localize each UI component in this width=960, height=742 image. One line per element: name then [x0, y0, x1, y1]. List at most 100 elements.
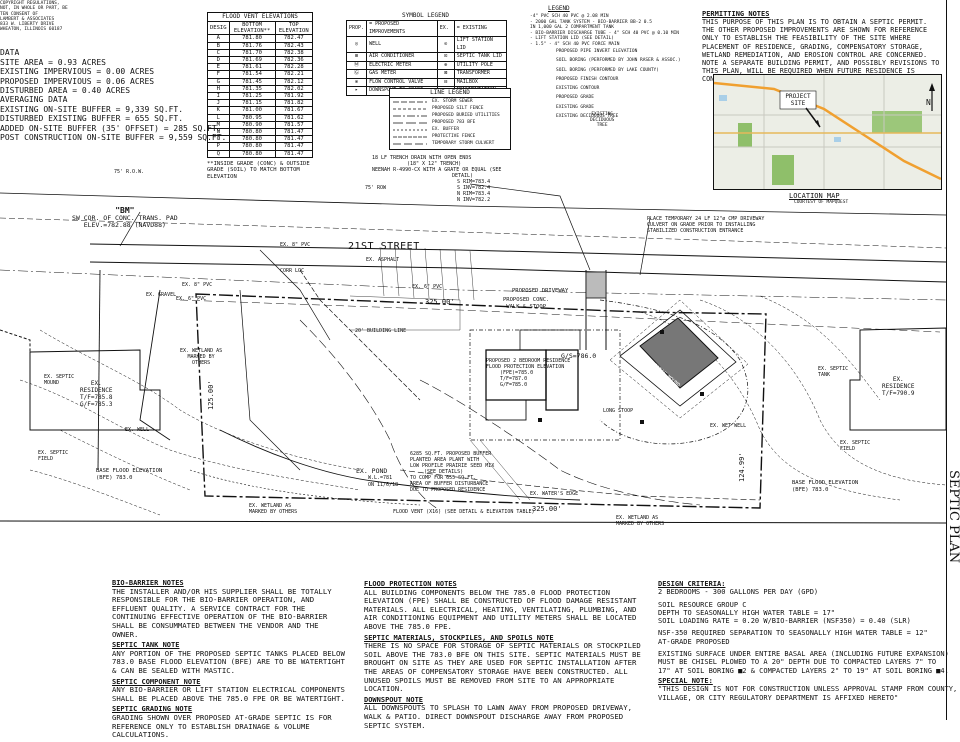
line-legend-item: EX. BUFFER — [390, 126, 510, 133]
note-text: THE INSTALLER AND/OR HIS SUPPLIER SHALL … — [112, 586, 332, 639]
row-label: 75' ROW — [365, 185, 387, 191]
ex-residence-left — [29, 349, 161, 431]
line-legend-item: PROPOSED 783 BFE — [390, 119, 510, 126]
flood-table-cell: 781.25 — [228, 92, 276, 101]
legend-item: IN 1,000 GAL 2 COMPARTMENT TANK — [528, 25, 698, 31]
pond-label: EX. POND W.L.=781 ON 11/6/18 — [356, 468, 398, 489]
proposed-garage — [545, 349, 579, 411]
walk-label: PROPOSED CONC. WALK & STOOP — [503, 297, 549, 310]
septic-mound — [609, 299, 749, 419]
title-block: SEPTIC PLAN — [946, 0, 960, 720]
culvert-line: PLACE TEMPORARY 24 LF 12"ø CMP DRIVEWAY — [647, 216, 765, 222]
site-plan — [0, 183, 946, 524]
asphalt-label: EX. ASPHALT — [366, 257, 400, 263]
design-line: 17" AT SOIL BORING ■2 & COMPACTED LAYERS… — [658, 666, 949, 675]
flood-vent-label: FLOOD VENT (X16) (SEE DETAIL & ELEVATION… — [393, 509, 535, 515]
wetland-line: MARKED BY OTHERS — [616, 521, 665, 527]
line-sample — [393, 129, 427, 130]
flood-table-cell: 780.90 — [228, 120, 276, 130]
trench-line: 18 LF TRENCH DRAIN WITH OPEN ENDS — [372, 155, 472, 161]
note-text: THERE IS NO SPACE FOR STORAGE OF SEPTIC … — [364, 641, 641, 694]
flood-table-cell: J — [207, 99, 230, 108]
flood-table-cell: N — [207, 128, 230, 137]
design-line: NSF-350 REQUIRED SEPARATION TO SEASONALL… — [658, 629, 928, 638]
north-arrow-label: N — [926, 98, 931, 107]
flood-table-cell: 782.36 — [274, 56, 314, 65]
legend-title: LEGEND — [548, 5, 570, 12]
wetland-line: EX. WETLAND AS — [249, 503, 292, 509]
legend-label: -4" PVC SCH 40 PVC @ 2.08 MIN — [530, 14, 609, 19]
flood-table-cell: 781.00 — [228, 106, 276, 115]
residence-line: PROPOSED 2 BEDROOM RESIDENCE — [486, 358, 571, 364]
legend-label: - 1.5" - 4" SCH 40 PVC FORCE MAIN — [530, 41, 620, 47]
flood-table-cell: 782.28 — [274, 63, 314, 72]
symbol-icon: ⊞ — [345, 52, 368, 62]
proposed-stoop — [485, 399, 527, 421]
flood-table-cell: 781.47 — [274, 135, 314, 144]
flood-table-cell: 782.43 — [274, 41, 314, 50]
copyright-line: 833 W. LIBERTY DRIVE — [0, 22, 55, 28]
legend-label: SOIL BORING (PERFORMED BY LAKE COUNTY) — [556, 67, 659, 73]
trench-line: DETAIL) — [452, 173, 474, 179]
site-data-line: SITE AREA = 0.93 ACRES — [0, 57, 106, 67]
symbol-icon: ▸ — [345, 86, 368, 96]
trench-line: N INV=782.2 — [457, 197, 491, 203]
lot-line — [0, 520, 946, 524]
line-sample — [393, 115, 427, 116]
copyright-line: TEN CONSENT OF — [0, 11, 38, 17]
map-canvas — [714, 75, 941, 189]
bm-text: ELEV.=782.88 (NAVD88) — [83, 221, 166, 229]
culvert-line: STABILIZED CONSTRUCTION ENTRANCE — [647, 228, 744, 234]
wetland-line: OTHERS — [192, 360, 211, 366]
legend-item: - BIO-BARRIER DISCHARGE TUBE - 4" SCH 40… — [528, 31, 698, 37]
buffer-line: LOW PROFILE PRAIRIE SEED MIX — [410, 463, 495, 469]
flood-table-header: BOTTOM ELEVATION** — [228, 20, 276, 36]
location-map-title: LOCATION MAP — [789, 192, 840, 200]
legend-item: EXISTING CONTOUR — [528, 84, 698, 93]
bfe-line: (BFE) 783.0 — [96, 474, 133, 481]
averaging-data: AVERAGING DATA EXISTING ON-SITE BUFFER =… — [0, 95, 226, 143]
flood-table-cell: 782.38 — [274, 48, 314, 58]
averaging-line: EXISTING ON-SITE BUFFER = 9,339 SQ.FT. — [0, 104, 184, 114]
wetland-left-label: EX. WETLAND AS MARKED BY OTHERS — [180, 348, 222, 366]
road-edge — [89, 243, 946, 263]
ex-res-line: EX. — [892, 376, 904, 383]
symbol-label: SEPTIC TANK LID — [453, 52, 508, 62]
ex-septic-line: EX. SEPTIC — [840, 440, 871, 446]
pond-edge — [219, 429, 581, 501]
line-legend-label: PROPOSED SILT FENCE — [432, 106, 484, 111]
symbol-legend-row: ⊞AIR CONDITIONER⊡SEPTIC TANK LID — [345, 52, 508, 62]
symbol-icon: ⊟ — [436, 77, 455, 87]
bfe-right-label: BASE FLOOD ELEVATION (BFE) 783.0 — [792, 480, 858, 493]
symbol-header: = EXISTING — [453, 20, 508, 37]
trench-line: S INV=782.4 — [457, 185, 491, 191]
symbol-label: GAS METER — [366, 69, 438, 79]
legend-item: - 2000 GAL TANK SYSTEM - BIO-BARRIER BB-… — [528, 20, 698, 26]
copyright-line: LAMBERT & ASSOCIATES — [0, 16, 55, 22]
line-legend-item: EX. STORM SEWER — [390, 98, 510, 105]
symbol-icon: Ⓖ — [345, 69, 368, 79]
trench-line: S RIM=783.4 — [457, 179, 491, 185]
symbol-icon: ⊠ — [436, 69, 455, 79]
ex-septic-right-label: EX. SEPTIC TANK — [818, 366, 848, 378]
flood-table-cell: 782.12 — [274, 77, 314, 86]
line-legend-label: EX. BUFFER — [432, 127, 460, 132]
ex-septic-mound-label: EX. SEPTIC MOUND — [44, 374, 74, 386]
symbol-label: MAILBOX — [453, 77, 508, 87]
residence-line: G/F=785.0 — [500, 382, 528, 388]
bm-text: SW COR. OF CONC. TRANS. PAD — [72, 213, 178, 222]
row-label: 75' R.O.W. — [114, 169, 145, 175]
trench-line: N RIM=783.4 — [457, 191, 491, 197]
wetland-line: MARKED BY OTHERS — [249, 509, 298, 515]
symbol-icon: ⊕ — [436, 60, 455, 70]
flood-table-cell: 781.54 — [228, 70, 276, 79]
legend-label: EXISTING GRADE — [556, 104, 594, 110]
symbol-icon: ⊡ — [436, 52, 455, 62]
site-data-heading: DATA — [0, 48, 20, 57]
